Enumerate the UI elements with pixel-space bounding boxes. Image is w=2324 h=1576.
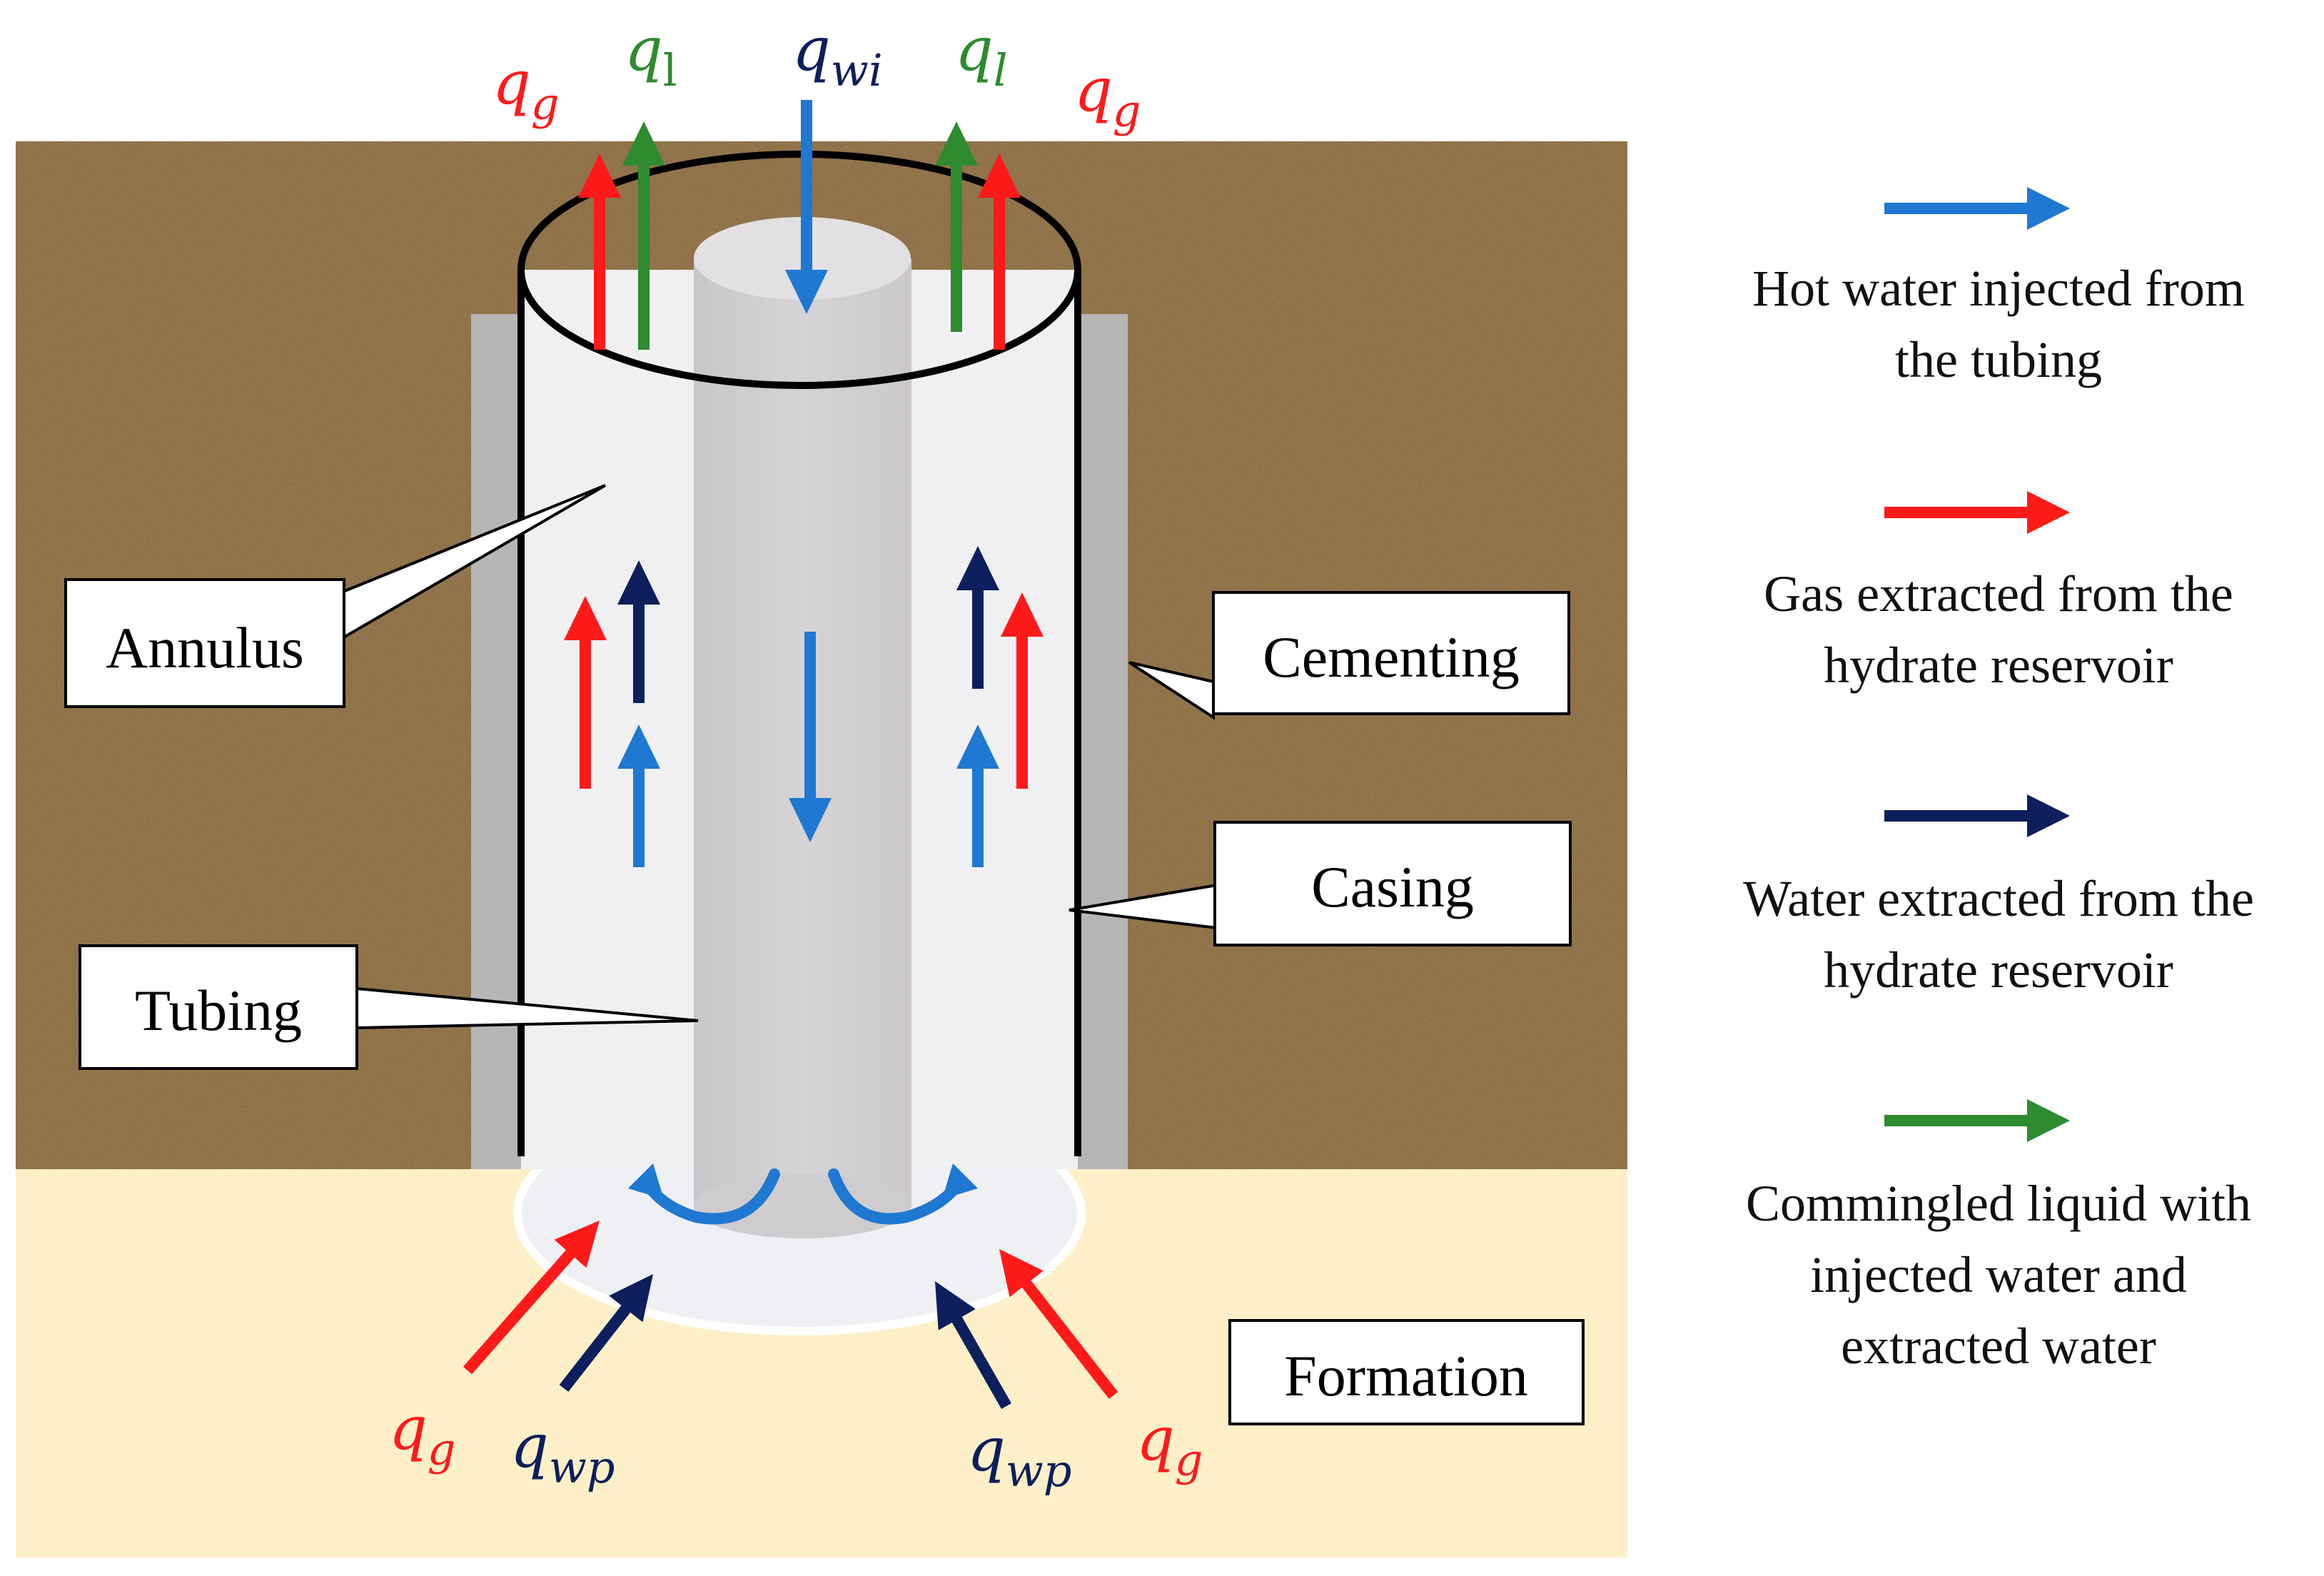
arrow-hotwater-top bbox=[785, 100, 828, 314]
qwp-bottom-right: qwp bbox=[967, 1415, 1072, 1497]
legend-item-produced-water: Water extracted from the hydrate reservo… bbox=[1743, 794, 2254, 999]
arrow-gas-bottom-right-head bbox=[999, 1249, 1044, 1298]
arrow-liquid-top-left-head bbox=[622, 121, 665, 166]
arrow-prodwater-bottom-right bbox=[935, 1281, 1011, 1409]
legend-commingled-line1: Commingled liquid with bbox=[1746, 1175, 2251, 1232]
annulus-label: Annulus bbox=[106, 615, 304, 680]
arrow-gas-mid-left-head bbox=[564, 596, 607, 640]
legend-gas-line1: Gas extracted from the bbox=[1764, 565, 2233, 622]
swirl-arrow-right-head bbox=[942, 1163, 978, 1199]
arrow-gas-top-left bbox=[578, 153, 621, 350]
arrow-hotwater-mid-right-head bbox=[956, 724, 999, 769]
arrow-prodwater-bottom-left-head bbox=[609, 1274, 653, 1323]
arrow-gas-bottom-left bbox=[463, 1221, 600, 1375]
arrow-gas-top-left-head bbox=[578, 153, 621, 198]
tubing-callout: Tubing bbox=[79, 944, 358, 1070]
arrow-hotwater-mid-right bbox=[956, 724, 999, 867]
arrow-gas-top-right bbox=[978, 153, 1021, 350]
legend-item-gas: Gas extracted from the hydrate reservoir bbox=[1764, 491, 2233, 694]
legend-commingled-line2: injected water and bbox=[1810, 1246, 2187, 1303]
arrow-liquid-top-right-head bbox=[935, 121, 978, 166]
tubing-bottom bbox=[694, 1174, 911, 1238]
tubing-label: Tubing bbox=[135, 978, 302, 1043]
arrow-gas-mid-left bbox=[564, 596, 607, 789]
cementing-left bbox=[471, 314, 521, 1169]
arrow-gas-bottom-right bbox=[999, 1249, 1118, 1399]
arrow-hotwater-top-head bbox=[785, 270, 828, 314]
arrow-hotwater-mid-left bbox=[617, 724, 660, 867]
legend-produced-water-line2: hydrate reservoir bbox=[1824, 941, 2173, 999]
qg-bottom-right: qg bbox=[1136, 1404, 1203, 1486]
legend-hot-water-line1: Hot water injected from bbox=[1752, 260, 2245, 317]
legend-item-hot-water: Hot water injected from the tubing bbox=[1752, 187, 2245, 388]
casing-label: Casing bbox=[1311, 854, 1474, 919]
qg-bottom-left: qg bbox=[389, 1393, 455, 1475]
legend-gas-line2: hydrate reservoir bbox=[1824, 637, 2173, 694]
arrow-prodwater-mid-left bbox=[617, 560, 660, 703]
qwp-bottom-left: qwp bbox=[510, 1411, 615, 1493]
swirl-arrows bbox=[628, 1163, 978, 1225]
arrow-hotwater-tubing-head bbox=[789, 798, 832, 842]
qwi-top: qwi bbox=[792, 14, 883, 96]
formation-label: Formation bbox=[1284, 1343, 1528, 1408]
annulus-callout: Annulus bbox=[64, 578, 345, 708]
qg-top-right: qg bbox=[1074, 55, 1141, 137]
arrow-hotwater-tubing bbox=[789, 632, 832, 842]
arrow-prodwater-mid-right-head bbox=[956, 546, 999, 590]
cementing-label: Cementing bbox=[1263, 625, 1520, 690]
formation-callout: Formation bbox=[1228, 1319, 1585, 1425]
arrow-gas-bottom-right-shaft bbox=[1020, 1278, 1118, 1399]
legend-item-commingled-liquid: Commingled liquid with injected water an… bbox=[1746, 1099, 2251, 1375]
flow-symbols: qg ql qwi ql qg qg qwp qwp qg bbox=[389, 14, 1203, 1497]
arrow-gas-mid-right bbox=[1001, 592, 1044, 789]
cementing-right bbox=[1078, 314, 1128, 1169]
cementing-callout: Cementing bbox=[1212, 591, 1570, 715]
arrow-gas-bottom-left-head bbox=[554, 1221, 600, 1268]
legend: Hot water injected from the tubing Gas e… bbox=[1743, 187, 2254, 1375]
arrow-hotwater-mid-left-head bbox=[617, 724, 660, 769]
casing-top-rim bbox=[517, 151, 1081, 389]
arrow-liquid-top-left bbox=[622, 121, 665, 350]
casing-callout: Casing bbox=[1213, 821, 1572, 946]
arrow-prodwater-bottom-right-shaft bbox=[950, 1314, 1011, 1409]
arrow-prodwater-bottom-left bbox=[559, 1274, 653, 1392]
arrow-gas-bottom-left-shaft bbox=[463, 1248, 577, 1375]
arrow-gas-mid-right-head bbox=[1001, 592, 1044, 637]
legend-commingled-line3: extracted water bbox=[1841, 1318, 2156, 1375]
arrow-gas-top-right-head bbox=[978, 153, 1021, 198]
arrow-prodwater-bottom-right-head bbox=[935, 1281, 976, 1330]
swirl-arrow-left-head bbox=[628, 1163, 664, 1199]
legend-produced-water-line1: Water extracted from the bbox=[1743, 870, 2254, 927]
tubing-body bbox=[694, 258, 911, 1208]
arrow-prodwater-mid-right bbox=[956, 546, 999, 689]
legend-hot-water-line2: the tubing bbox=[1895, 331, 2102, 388]
ql-top-right: ql bbox=[955, 14, 1008, 96]
arrow-liquid-top-right bbox=[935, 121, 978, 332]
qg-top-left: qg bbox=[492, 48, 559, 130]
arrow-prodwater-mid-left-head bbox=[617, 560, 660, 605]
ql-top-left: ql bbox=[625, 14, 677, 96]
flow-arrows bbox=[463, 100, 1118, 1409]
arrow-prodwater-bottom-left-shaft bbox=[559, 1303, 632, 1392]
